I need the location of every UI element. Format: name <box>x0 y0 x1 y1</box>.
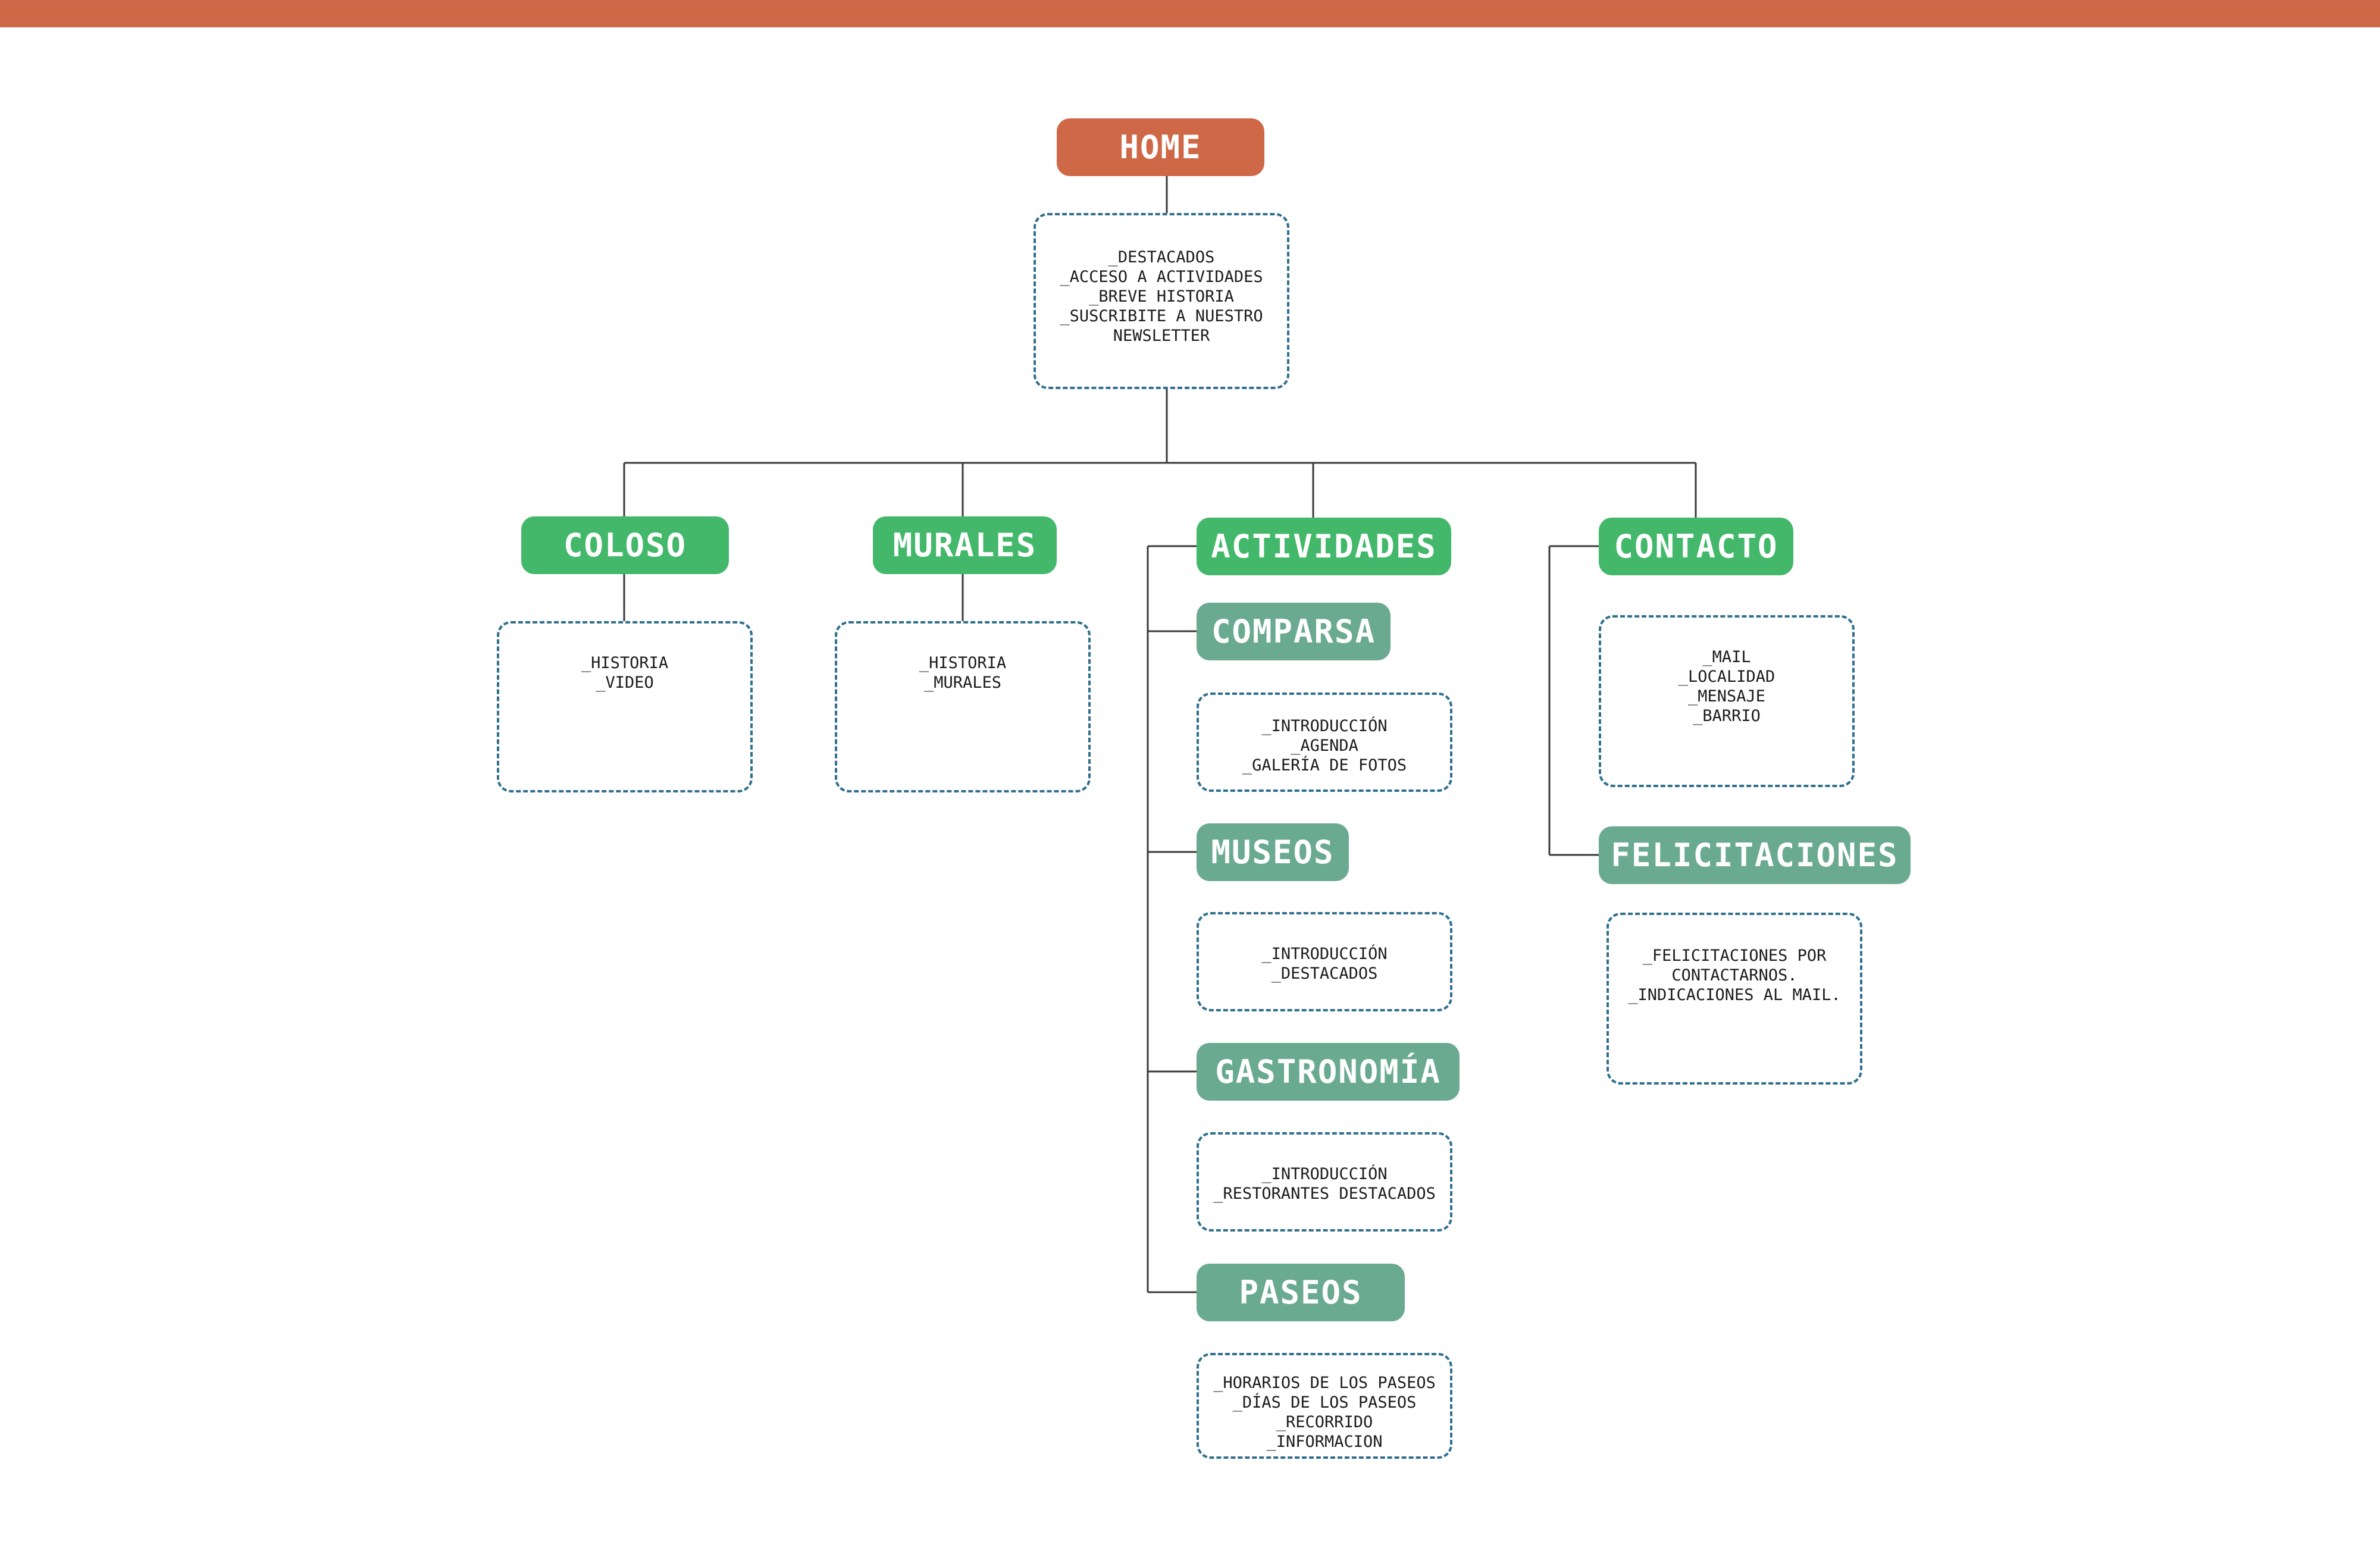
contacto-item: _BARRIO <box>1693 707 1761 725</box>
felicitaciones-node[interactable]: FELICITACIONES <box>1599 826 1911 884</box>
actividades-node[interactable]: ACTIVIDADES <box>1197 518 1451 575</box>
gastronomia-node-label: GASTRONOMÍA <box>1215 1053 1441 1091</box>
murales-node[interactable]: MURALES <box>873 516 1057 574</box>
museos-node[interactable]: MUSEOS <box>1197 823 1349 881</box>
murales-item: _HISTORIA <box>919 654 1007 672</box>
home-node-label: HOME <box>1119 129 1202 166</box>
gastronomia-item: _INTRODUCCIÓN <box>1261 1165 1388 1183</box>
gastronomia-content-box: _INTRODUCCIÓN _RESTORANTES DESTACADOS <box>1197 1132 1452 1232</box>
comparsa-node[interactable]: COMPARSA <box>1197 603 1391 660</box>
murales-content-box: _HISTORIA _MURALES <box>835 621 1091 792</box>
comparsa-item: _GALERÍA DE FOTOS <box>1242 756 1407 775</box>
felicitaciones-item: _FELICITACIONES POR <box>1642 947 1827 965</box>
contacto-content-box: _MAIL _LOCALIDAD _MENSAJE _BARRIO <box>1599 615 1855 787</box>
felicitaciones-item: _INDICACIONES AL MAIL. <box>1628 986 1841 1004</box>
comparsa-content-box: _INTRODUCCIÓN _AGENDA _GALERÍA DE FOTOS <box>1197 693 1452 792</box>
felicitaciones-node-label: FELICITACIONES <box>1611 836 1899 874</box>
contacto-node-label: CONTACTO <box>1614 528 1778 565</box>
paseos-node-label: PASEOS <box>1239 1274 1363 1311</box>
contacto-item: _MENSAJE <box>1687 687 1766 706</box>
museos-item: _INTRODUCCIÓN <box>1261 945 1388 963</box>
comparsa-item: _AGENDA <box>1291 737 1358 755</box>
top-accent-bar <box>0 0 2380 27</box>
paseos-item: _INFORMACION <box>1266 1433 1383 1451</box>
coloso-item: _HISTORIA <box>581 654 669 672</box>
coloso-content-box: _HISTORIA _VIDEO <box>497 621 753 792</box>
felicitaciones-content-box: _FELICITACIONES POR CONTACTARNOS. _INDIC… <box>1606 913 1862 1085</box>
coloso-node[interactable]: COLOSO <box>521 516 729 574</box>
home-content-box: _DESTACADOS _ACCESO A ACTIVIDADES _BREVE… <box>1034 213 1289 389</box>
paseos-node[interactable]: PASEOS <box>1197 1264 1405 1321</box>
home-item: _BREVE HISTORIA <box>1089 287 1234 306</box>
paseos-item: _DÍAS DE LOS PASEOS <box>1232 1393 1417 1412</box>
comparsa-item: _INTRODUCCIÓN <box>1261 717 1388 735</box>
contacto-item: _MAIL <box>1702 648 1751 666</box>
home-item: _SUSCRIBITE A NUESTRO <box>1060 307 1263 325</box>
home-item: _ACCESO A ACTIVIDADES <box>1060 268 1263 286</box>
gastronomia-node[interactable]: GASTRONOMÍA <box>1197 1043 1460 1101</box>
comparsa-node-label: COMPARSA <box>1211 613 1376 650</box>
museos-content-box: _INTRODUCCIÓN _DESTACADOS <box>1197 912 1452 1011</box>
contacto-node[interactable]: CONTACTO <box>1599 518 1793 575</box>
museos-node-label: MUSEOS <box>1211 834 1335 871</box>
home-item: NEWSLETTER <box>1113 327 1210 345</box>
home-item: _DESTACADOS <box>1108 248 1215 267</box>
paseos-content-box: _HORARIOS DE LOS PASEOS _DÍAS DE LOS PAS… <box>1197 1353 1452 1459</box>
actividades-node-label: ACTIVIDADES <box>1211 528 1437 565</box>
museos-item: _DESTACADOS <box>1271 964 1378 983</box>
contacto-item: _LOCALIDAD <box>1678 668 1775 686</box>
murales-item: _MURALES <box>923 673 1002 692</box>
paseos-item: _RECORRIDO <box>1276 1413 1373 1431</box>
coloso-node-label: COLOSO <box>563 527 687 564</box>
gastronomia-item: _RESTORANTES DESTACADOS <box>1213 1185 1436 1203</box>
home-node[interactable]: HOME <box>1057 118 1264 176</box>
murales-node-label: MURALES <box>892 527 1037 564</box>
paseos-item: _HORARIOS DE LOS PASEOS <box>1213 1374 1436 1392</box>
felicitaciones-item: CONTACTARNOS. <box>1671 966 1797 985</box>
coloso-item: _VIDEO <box>596 673 654 692</box>
